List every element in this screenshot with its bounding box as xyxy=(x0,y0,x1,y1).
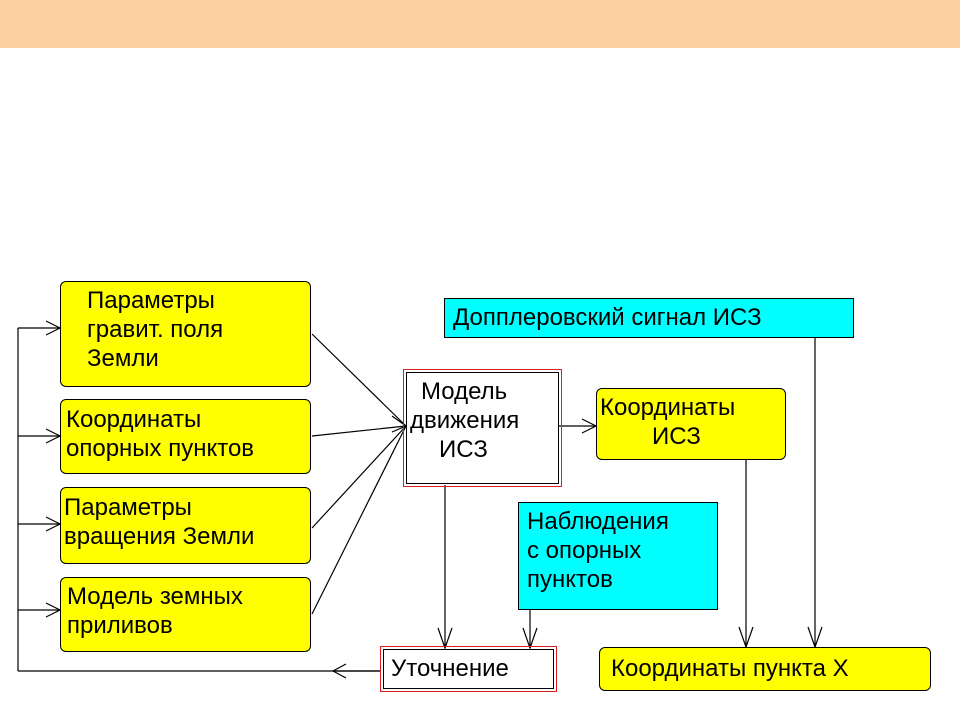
arrow-gravity-to-model xyxy=(311,333,407,427)
node-rotation-params-line-1: Параметры xyxy=(64,494,192,521)
node-tide-model-line-2: приливов xyxy=(67,612,173,639)
node-tide-model: Модель земных приливов xyxy=(60,577,311,652)
node-point-coords-line-1: Координаты пункта Х xyxy=(611,655,849,682)
node-observations: Наблюдения с опорных пунктов xyxy=(518,502,718,610)
node-satellite-coords: Координаты ИСЗ xyxy=(596,388,786,460)
node-refinement-outline xyxy=(380,646,557,692)
node-refinement-line-1: Уточнение xyxy=(391,655,509,682)
header-band xyxy=(0,0,960,48)
node-reference-coords: Координаты опорных пунктов xyxy=(60,399,311,474)
arrow-rotation-to-model xyxy=(311,425,407,529)
node-refinement: Уточнение xyxy=(383,649,554,689)
node-satellite-model-line-1: Модель xyxy=(421,378,508,405)
node-observations-line-2: с опорных xyxy=(527,537,642,564)
node-tide-model-line-1: Модель земных xyxy=(67,583,243,610)
arrowhead-model-to-refinement xyxy=(437,627,453,650)
node-reference-coords-line-1: Координаты xyxy=(66,406,202,433)
arrowhead-observations-to-refinement xyxy=(522,627,538,650)
node-observations-line-1: Наблюдения xyxy=(527,508,669,535)
node-gravity-params-line-3: Земли xyxy=(87,345,159,372)
node-reference-coords-line-2: опорных пунктов xyxy=(66,435,255,462)
node-rotation-params-line-2: вращения Земли xyxy=(64,523,255,550)
node-satellite-model-line-2: движения xyxy=(410,407,520,434)
node-satellite-model-line-3: ИСЗ xyxy=(439,436,488,463)
node-gravity-params: Параметры гравит. поля Земли xyxy=(60,281,311,387)
arrow-tide-to-model xyxy=(311,425,407,615)
node-point-coords: Координаты пункта Х xyxy=(599,647,931,691)
node-doppler-signal: Допплеровский сигнал ИСЗ xyxy=(444,298,854,338)
node-rotation-params: Параметры вращения Земли xyxy=(60,487,311,564)
node-satellite-coords-line-2: ИСЗ xyxy=(652,423,701,450)
node-doppler-signal-line-1: Допплеровский сигнал ИСЗ xyxy=(453,304,762,331)
arrow-reference-to-model xyxy=(311,425,407,437)
node-gravity-params-line-2: гравит. поля xyxy=(87,316,224,343)
node-observations-line-3: пунктов xyxy=(527,566,613,593)
node-satellite-model-outline xyxy=(403,369,562,487)
node-gravity-params-line-1: Параметры xyxy=(87,287,215,314)
node-satellite-model: Модель движения ИСЗ xyxy=(406,372,559,484)
node-satellite-coords-line-1: Координаты xyxy=(600,394,736,421)
